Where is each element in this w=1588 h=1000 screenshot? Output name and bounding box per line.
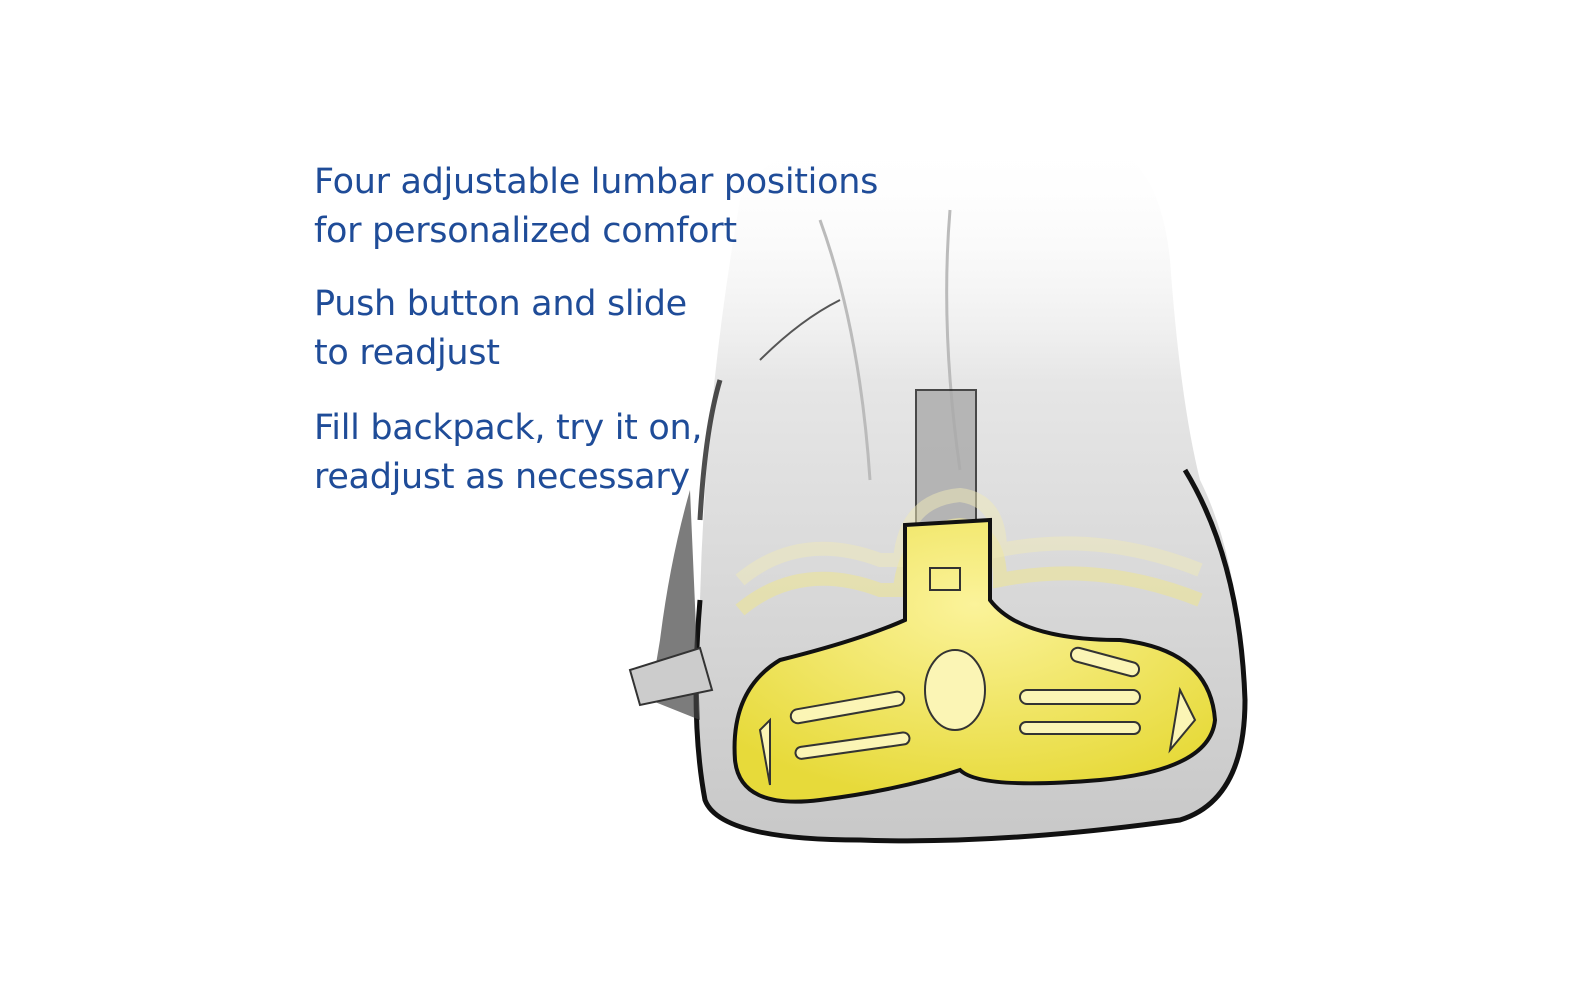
caption-line: Four adjustable lumbar positions [314, 162, 879, 202]
caption-fill-backpack: Fill backpack, try it on, readjust as ne… [314, 404, 703, 502]
lumbar-pad [732, 517, 1218, 804]
lumbar-slider [735, 389, 1203, 616]
caption-push-button: Push button and slide to readjust [314, 280, 687, 378]
caption-lumbar-positions: Four adjustable lumbar positions for per… [314, 158, 878, 256]
caption-line: readjust as necessary [314, 457, 690, 497]
caption-line: to readjust [314, 333, 500, 373]
caption-line: Fill backpack, try it on, [314, 408, 703, 448]
caption-line: Push button and slide [314, 284, 687, 324]
caption-line: for personalized comfort [314, 211, 737, 251]
